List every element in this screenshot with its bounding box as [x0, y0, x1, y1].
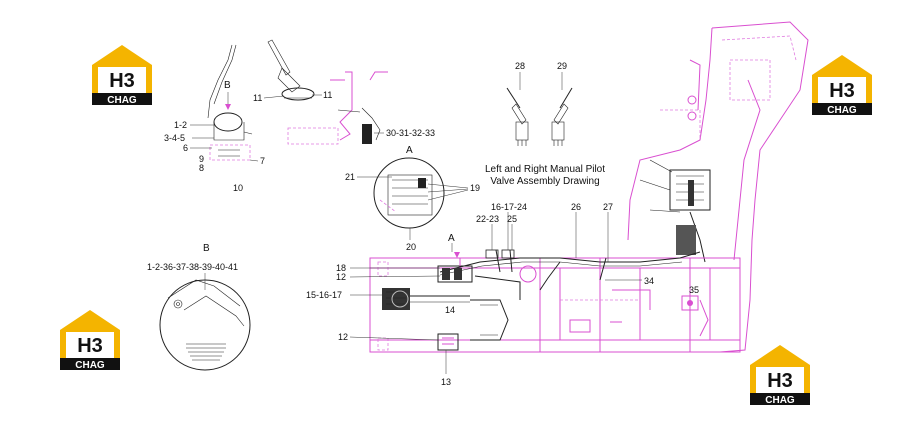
callout-30-31-32-33: 30-31-32-33: [386, 128, 435, 138]
callout-10: 10: [233, 183, 243, 193]
pilot-valve-assembly: [267, 39, 388, 145]
callout-25: 25: [507, 214, 517, 224]
callout-22-23: 22-23: [476, 214, 499, 224]
callout-7: 7: [260, 156, 265, 166]
logo-word: CHAG: [107, 95, 137, 106]
joystick-assembly-left: [207, 44, 253, 161]
callout-27: 27: [603, 202, 613, 212]
logo-word: CHAG: [75, 360, 105, 371]
pump-component-15-16-17: [382, 288, 410, 310]
logo-bottom-right: H3 CHAG: [750, 345, 810, 406]
callout-B-top: B: [224, 80, 231, 91]
callout-20: 20: [406, 242, 416, 252]
logo-mark: H3: [109, 70, 135, 92]
callout-34: 34: [644, 276, 654, 286]
detail-B-circle: [159, 279, 251, 371]
callout-9: 9: [199, 154, 204, 164]
logo-mark: H3: [77, 335, 103, 357]
callout-14: 14: [445, 305, 455, 315]
logo-mark: H3: [829, 80, 855, 102]
logo-top-left: H3 CHAG: [92, 45, 152, 106]
callout-1-2-36-41: 1-2-36-37-38-39-40-41: [147, 262, 238, 272]
valve-block-18: [437, 252, 473, 283]
logo-mark: H3: [767, 370, 793, 392]
callout-26: 26: [571, 202, 581, 212]
callout-B-bottom: B: [203, 243, 210, 254]
callout-6: 6: [183, 143, 188, 153]
detail-A-circle: [373, 157, 445, 229]
hose-routing: [410, 249, 701, 341]
callout-28: 28: [515, 61, 525, 71]
callout-18: 18: [336, 263, 346, 273]
callout-16-17-24: 16-17-24: [491, 202, 527, 212]
logo-top-right: H3 CHAG: [812, 55, 872, 116]
manual-pilot-valve-left: [506, 72, 529, 146]
caption-line-2: Valve Assembly Drawing: [490, 176, 599, 187]
callout-21: 21: [345, 172, 355, 182]
callout-8: 8: [199, 163, 204, 173]
logo-word: CHAG: [765, 395, 795, 406]
callout-11-left: 11: [253, 93, 262, 103]
callout-12-top: 12: [336, 272, 346, 282]
callout-3-4-5: 3-4-5: [164, 133, 185, 143]
callout-15-16-17: 15-16-17: [306, 290, 342, 300]
manual-pilot-valve-right: [551, 72, 573, 146]
logo-bottom-left: H3 CHAG: [60, 310, 120, 371]
component-13: [437, 333, 459, 351]
callout-19: 19: [470, 183, 480, 193]
caption-line-1: Left and Right Manual Pilot: [485, 164, 605, 175]
callout-35: 35: [689, 285, 699, 295]
callout-11-right: 11: [323, 90, 332, 100]
component-35: [681, 295, 699, 311]
logo-word: CHAG: [827, 105, 857, 116]
callout-13: 13: [441, 377, 451, 387]
callout-A-top: A: [406, 145, 413, 156]
callout-12-bottom: 12: [338, 332, 348, 342]
callout-A-mid: A: [448, 233, 455, 244]
chassis-outline: [369, 21, 809, 353]
callout-1-2: 1-2: [174, 120, 187, 130]
callout-29: 29: [557, 61, 567, 71]
